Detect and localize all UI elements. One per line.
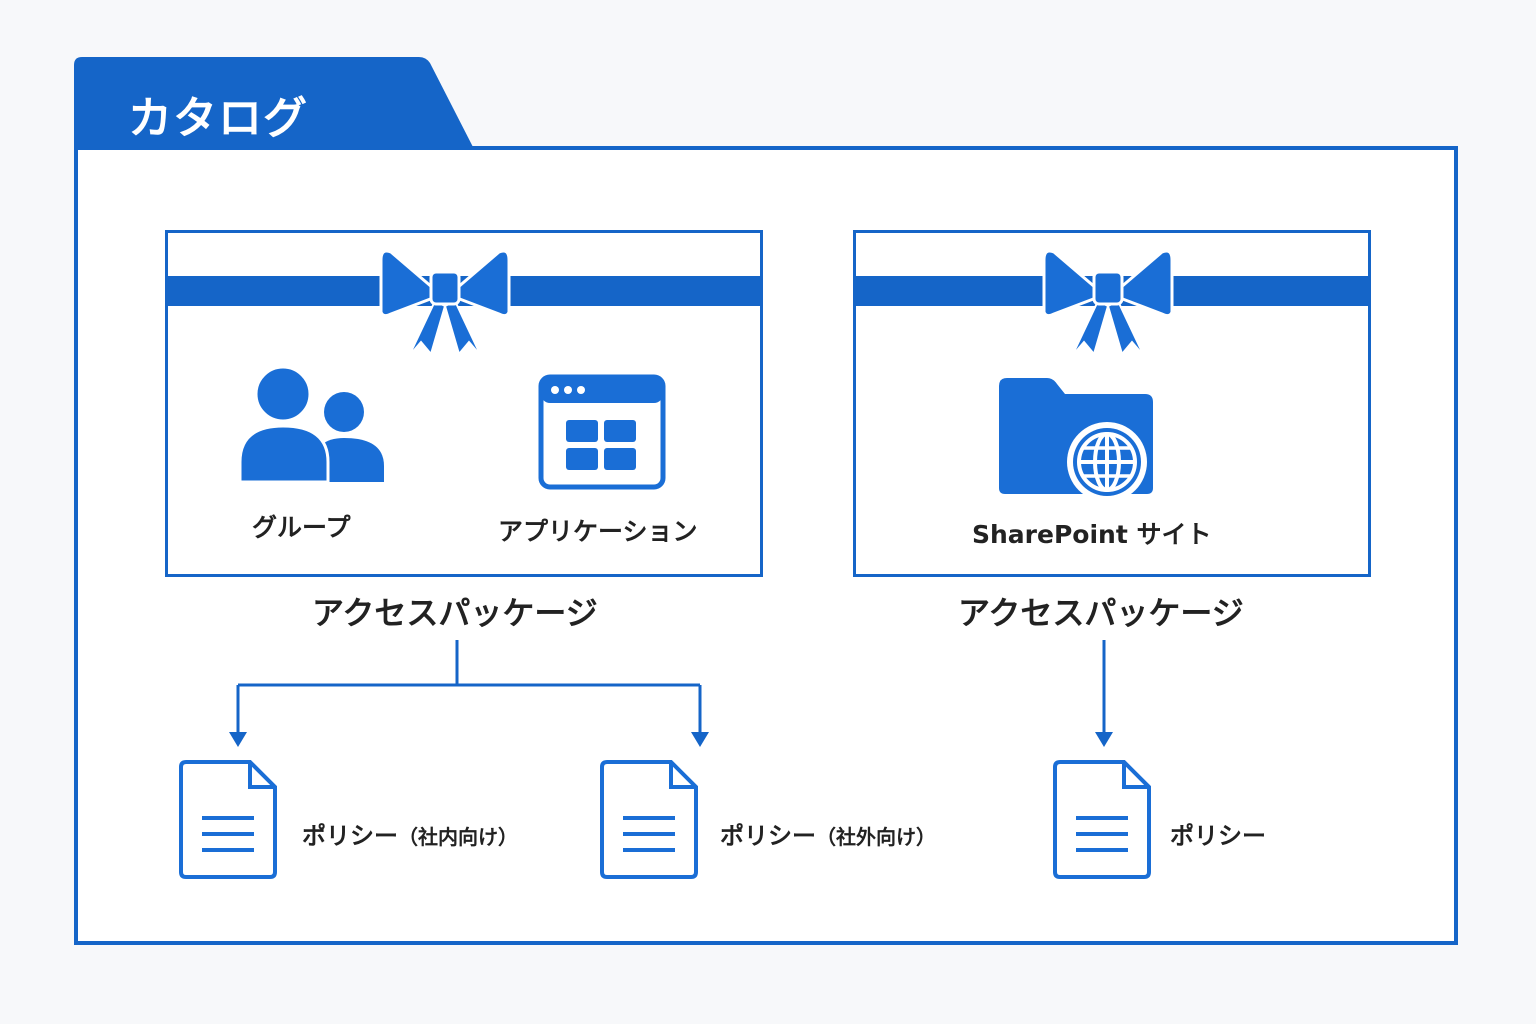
group-icon [240,366,384,484]
policy-label-internal: ポリシー（社内向け） [302,816,518,851]
resource-label-group: グループ [252,513,351,542]
resource-label-application: アプリケーション [498,517,698,546]
policy-document-icon [179,760,277,879]
policy-document-icon [1053,760,1151,879]
package-caption-1: アクセスパッケージ [312,594,598,632]
policy-document-icon [600,760,698,879]
package-caption-2: アクセスパッケージ [958,594,1244,632]
bow-icon [1042,249,1174,357]
policy-qualifier: （社内向け） [398,825,518,849]
policy-qualifier: （社外向け） [816,825,936,849]
policy-name: ポリシー [1170,822,1266,850]
catalog-title: カタログ [128,93,308,144]
policy-name: ポリシー [302,822,398,850]
sharepoint-site-icon [999,378,1153,500]
resource-label-sharepoint: SharePoint サイト [972,520,1212,549]
policy-name: ポリシー [720,822,816,850]
catalog-tab [74,57,474,149]
policy-label-external: ポリシー（社外向け） [720,816,936,851]
application-icon [538,374,666,490]
policy-label-general: ポリシー [1170,816,1266,851]
bow-icon [379,249,511,357]
